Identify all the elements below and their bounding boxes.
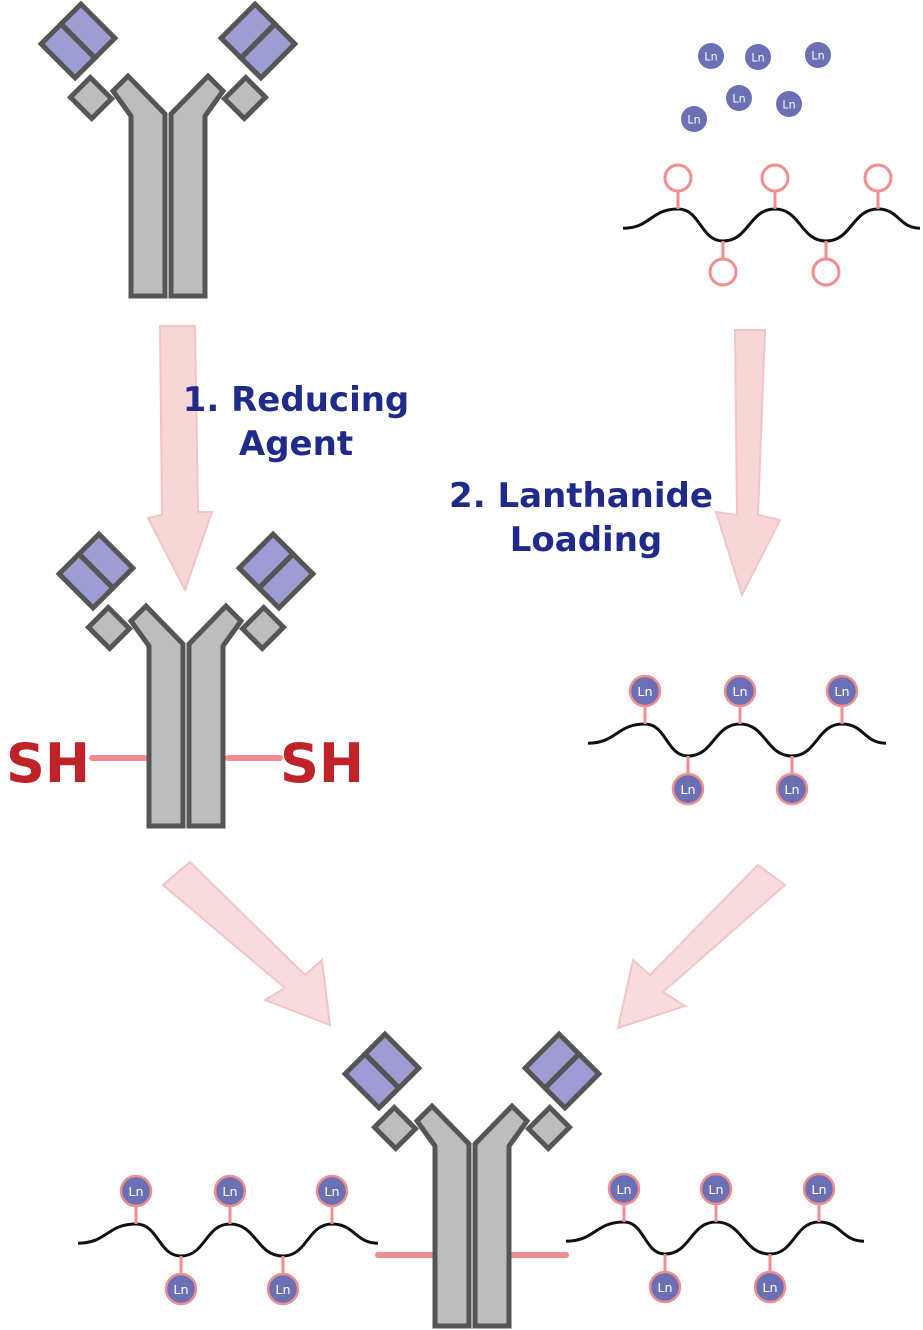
lanthanide-ion-icon: Ln bbox=[698, 43, 724, 69]
lanthanide-ion-icon: Ln bbox=[775, 772, 809, 806]
arrow-step2 bbox=[714, 329, 782, 598]
ion-label: Ln bbox=[173, 1283, 188, 1298]
ion-label: Ln bbox=[834, 685, 849, 700]
lanthanide-ion-icon: Ln bbox=[805, 42, 831, 68]
ion-label: Ln bbox=[637, 685, 652, 700]
ion-label: Ln bbox=[751, 51, 764, 64]
lanthanide-ion-icon: Ln bbox=[681, 106, 707, 132]
ion-label: Ln bbox=[275, 1283, 290, 1298]
ion-label: Ln bbox=[704, 50, 717, 63]
lanthanide-ion-icon: Ln bbox=[213, 1174, 247, 1208]
ion-label: Ln bbox=[680, 783, 695, 798]
ion-label: Ln bbox=[708, 1183, 723, 1198]
step1-label: 1. Reducing Agent bbox=[183, 380, 410, 464]
lanthanide-ion-icon: Ln bbox=[726, 85, 752, 111]
ion-label: Ln bbox=[782, 98, 795, 111]
ion-label: Ln bbox=[732, 685, 747, 700]
lanthanide-ion-icon: Ln bbox=[628, 674, 662, 708]
lanthanide-ion-icon: Ln bbox=[607, 1172, 641, 1206]
ion-label: Ln bbox=[762, 1281, 777, 1296]
ion-label: Ln bbox=[811, 1183, 826, 1198]
lanthanide-ion-icon: Ln bbox=[745, 44, 771, 70]
lanthanide-ion-icon: Ln bbox=[648, 1270, 682, 1304]
chelator-site bbox=[811, 257, 841, 287]
thiol-label-right: SH bbox=[280, 732, 364, 795]
lanthanide-ion-icon: Ln bbox=[753, 1270, 787, 1304]
arrow-merge-right bbox=[616, 863, 787, 1030]
ion-label: Ln bbox=[128, 1185, 143, 1200]
lanthanide-ion-icon: Ln bbox=[119, 1174, 153, 1208]
step1-line1: 1. Reducing bbox=[183, 380, 410, 420]
antibody-icon bbox=[41, 4, 295, 296]
lanthanide-ion-icon: Ln bbox=[164, 1272, 198, 1306]
ion-label: Ln bbox=[811, 49, 824, 62]
ion-label: Ln bbox=[657, 1281, 672, 1296]
ion-label: Ln bbox=[616, 1183, 631, 1198]
lanthanide-ion-icon: Ln bbox=[776, 91, 802, 117]
step2-line1: 2. Lanthanide bbox=[449, 476, 713, 516]
lanthanide-ion-icon: Ln bbox=[825, 674, 859, 708]
reduced-antibody-icon: SH SH bbox=[6, 534, 364, 826]
chelator-site bbox=[760, 163, 790, 193]
chelator-site bbox=[863, 163, 893, 193]
chelator-site bbox=[708, 257, 738, 287]
ion-label: Ln bbox=[732, 92, 745, 105]
lanthanide-ion-icon: Ln bbox=[266, 1272, 300, 1306]
lanthanide-ion-icon: Ln bbox=[671, 772, 705, 806]
arrow-merge-left bbox=[161, 860, 332, 1027]
lanthanide-ion-icon: Ln bbox=[802, 1172, 836, 1206]
thiol-label-left: SH bbox=[6, 732, 90, 795]
step2-label: 2. Lanthanide Loading bbox=[449, 476, 713, 560]
arrow-step1 bbox=[146, 325, 214, 593]
lanthanide-ion-icon: Ln bbox=[315, 1174, 349, 1208]
chelator-site bbox=[663, 163, 693, 193]
lanthanide-ion-icon: Ln bbox=[699, 1172, 733, 1206]
ion-label: Ln bbox=[324, 1185, 339, 1200]
polymer-chain-icon bbox=[622, 163, 921, 287]
ion-label: Ln bbox=[222, 1185, 237, 1200]
step1-line2: Agent bbox=[239, 424, 353, 464]
ion-label: Ln bbox=[784, 783, 799, 798]
step2-line2: Loading bbox=[510, 520, 663, 560]
ion-label: Ln bbox=[687, 113, 700, 126]
lanthanide-ion-icon: Ln bbox=[723, 674, 757, 708]
